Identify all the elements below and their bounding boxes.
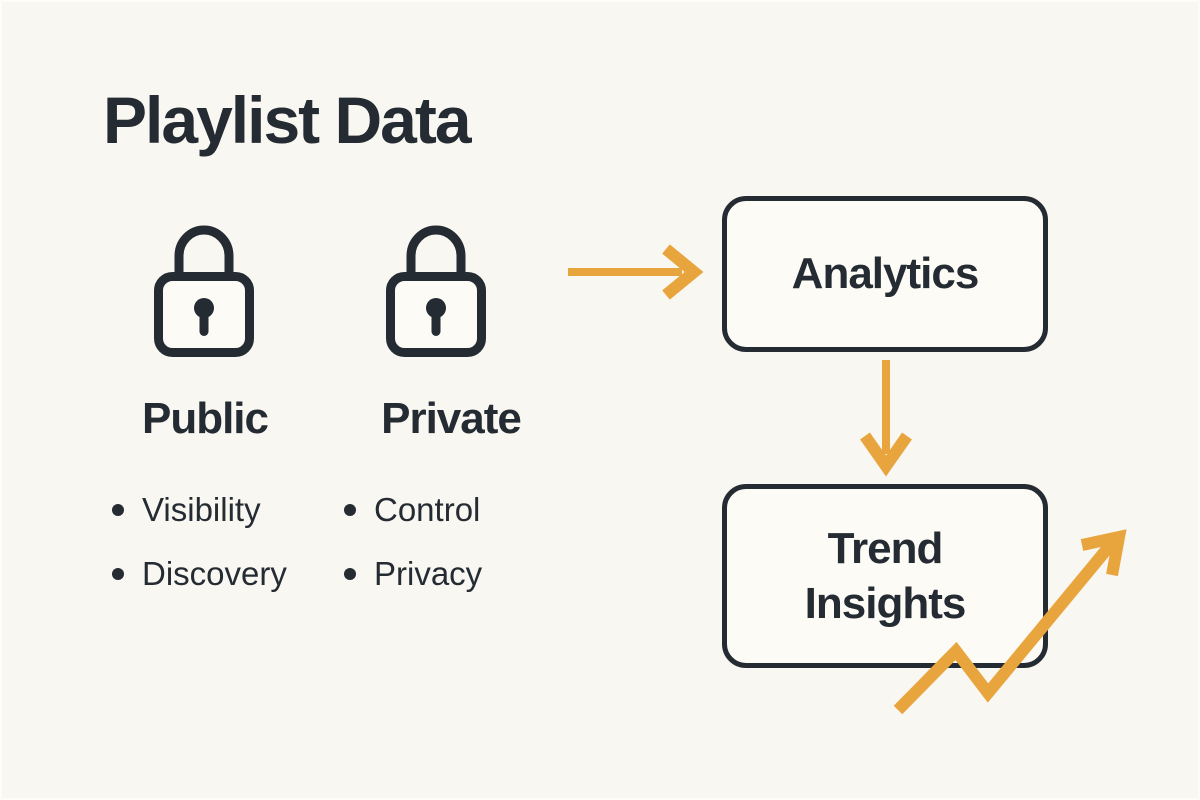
list-item: Privacy [344, 554, 482, 594]
analytics-node-label: Analytics [791, 249, 980, 298]
bullet-dot-icon [344, 568, 356, 580]
bullet-text: Privacy [374, 555, 483, 592]
trend-node-label-line1: Trend [827, 524, 944, 573]
public-label: Public [141, 394, 269, 443]
trend-up-arrow-icon [893, 529, 1127, 715]
list-item: Control [344, 490, 482, 530]
lock-icon [386, 225, 486, 357]
bullet-dot-icon [112, 568, 124, 580]
bullet-dot-icon [344, 504, 356, 516]
private-label: Private [381, 394, 522, 443]
page-title: Playlist Data [103, 83, 472, 157]
trend-node-label-line2: Insights [804, 579, 967, 628]
list-item: Visibility [112, 490, 287, 530]
analytics-node: Analytics [722, 196, 1048, 352]
public-bullet-list: Visibility Discovery [112, 490, 287, 618]
arrow-right-icon [568, 244, 704, 300]
lock-icon [154, 225, 254, 357]
bullet-dot-icon [112, 504, 124, 516]
arrow-down-icon [860, 360, 912, 477]
bullet-text: Discovery [142, 555, 287, 592]
trend-insights-node: Trend Insights [722, 484, 1048, 668]
bullet-text: Visibility [142, 491, 261, 528]
bullet-text: Control [374, 491, 481, 528]
private-bullet-list: Control Privacy [344, 490, 482, 618]
list-item: Discovery [112, 554, 287, 594]
